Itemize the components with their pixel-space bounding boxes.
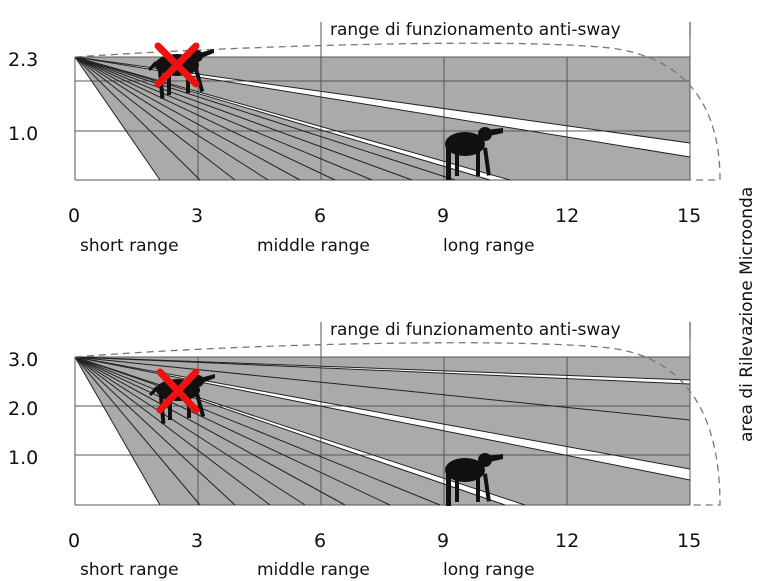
x-tick-label: 0 [68, 205, 80, 227]
panel-top: range di funzionamento anti-sway 2.3 1.0… [8, 20, 721, 256]
x-tick-label: 9 [437, 530, 449, 552]
grid [74, 22, 691, 181]
x-tick-label: 15 [677, 530, 701, 552]
y-label: 3.0 [8, 349, 38, 371]
range-label-long: long range [443, 560, 535, 580]
panel-bottom: range di funzionamento anti-sway 3.0 2.0… [8, 320, 721, 580]
detection-area [75, 357, 690, 505]
side-label: area di Rilevazione Microonda [737, 187, 757, 442]
grid [74, 322, 691, 506]
range-label-short: short range [80, 236, 179, 256]
x-tick-label: 9 [437, 205, 449, 227]
dog-icon [445, 127, 503, 180]
range-label-middle: middle range [257, 236, 370, 256]
cross-icon [154, 42, 200, 88]
y-label: 1.0 [8, 447, 38, 469]
detection-area [75, 57, 690, 180]
detection-boundary [74, 42, 721, 181]
range-label-middle: middle range [257, 560, 370, 580]
cross-icon [156, 368, 200, 414]
dog-icon [445, 453, 503, 506]
range-label-long: long range [443, 236, 535, 256]
y-label: 2.0 [8, 398, 38, 420]
x-tick-label: 15 [677, 205, 701, 227]
detection-boundary [74, 342, 721, 506]
y-label: 2.3 [8, 49, 38, 71]
annotation-label: range di funzionamento anti-sway [330, 320, 621, 340]
range-label-short: short range [80, 560, 179, 580]
x-tick-label: 0 [68, 530, 80, 552]
x-tick-label: 3 [191, 530, 203, 552]
x-tick-label: 6 [314, 205, 326, 227]
beam-lines [74, 356, 691, 506]
x-tick-label: 6 [314, 530, 326, 552]
x-tick-label: 3 [191, 205, 203, 227]
y-label: 1.0 [8, 123, 38, 145]
x-tick-label: 12 [555, 205, 579, 227]
annotation-label: range di funzionamento anti-sway [330, 20, 621, 40]
x-tick-label: 12 [555, 530, 579, 552]
